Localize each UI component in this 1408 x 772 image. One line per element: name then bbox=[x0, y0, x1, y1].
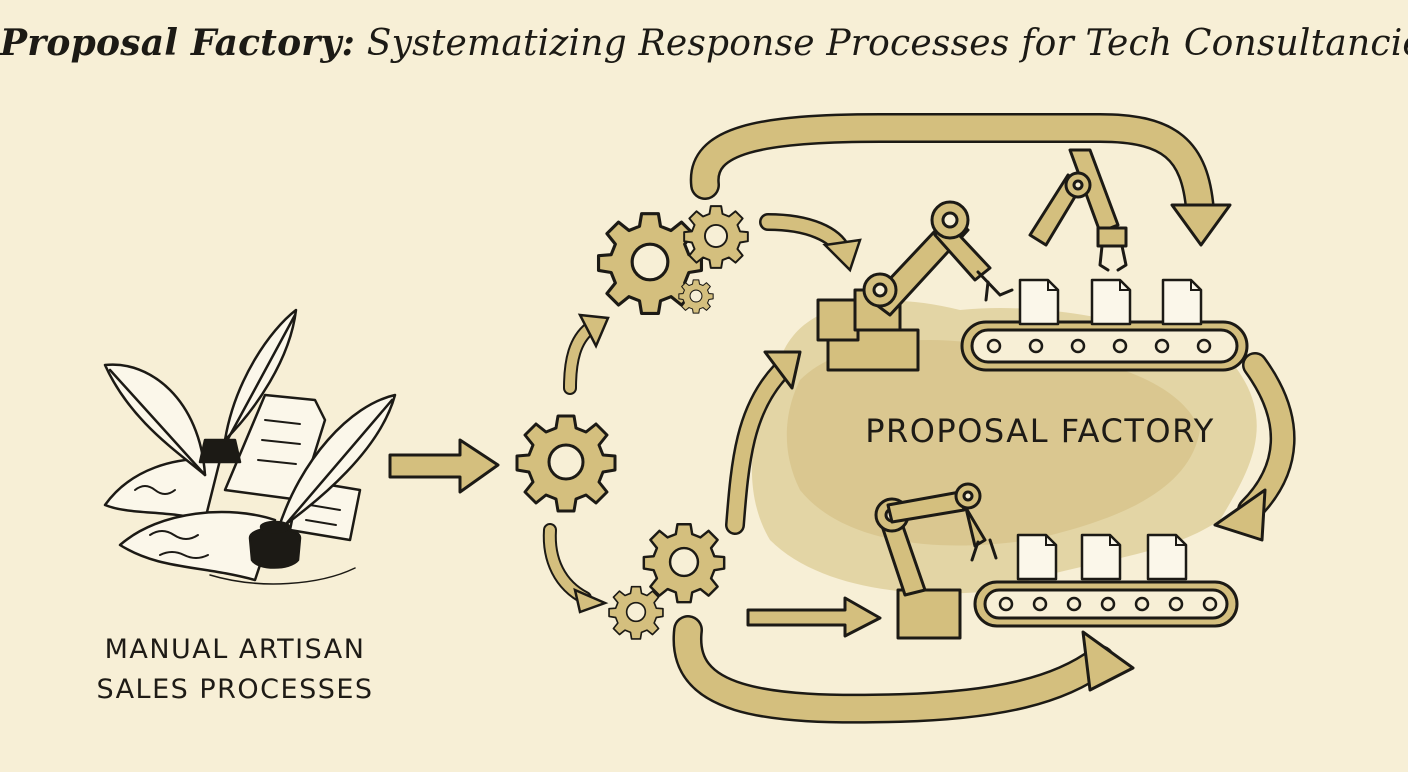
robot-gripper-icon bbox=[1028, 148, 1128, 272]
ink-bottle-icon bbox=[198, 438, 242, 464]
manual-process-label: MANUAL ARTISAN SALES PROCESSES bbox=[80, 630, 390, 710]
robot-arm-icon bbox=[874, 482, 998, 640]
document-icon bbox=[1090, 278, 1132, 326]
robot-arm-icon bbox=[816, 200, 1014, 372]
gear-icon bbox=[515, 414, 617, 513]
proposal-factory-label: PROPOSAL FACTORY bbox=[865, 412, 1215, 450]
manual-label-line1: MANUAL ARTISAN bbox=[104, 634, 366, 665]
document-icon bbox=[1080, 533, 1122, 581]
gear-icon bbox=[683, 205, 749, 269]
loop-arrows bbox=[672, 113, 1296, 724]
manual-label-line2: SALES PROCESSES bbox=[96, 674, 374, 705]
document-icon bbox=[1016, 533, 1058, 581]
title-rest: Systematizing Response Processes for Tec… bbox=[366, 23, 1408, 64]
conveyor-belt bbox=[973, 580, 1239, 628]
title-bold: Proposal Factory: bbox=[0, 22, 356, 64]
flow-arrows bbox=[388, 213, 882, 638]
gear-icon bbox=[608, 585, 664, 640]
quill-icon bbox=[103, 363, 207, 477]
gear-icon bbox=[642, 523, 726, 604]
paper-icon bbox=[118, 510, 277, 582]
page-title: Proposal Factory: Systematizing Response… bbox=[0, 22, 1408, 64]
document-icon bbox=[1161, 278, 1203, 326]
manual-artisan-illustration bbox=[103, 308, 397, 585]
ink-bottle-icon bbox=[248, 520, 302, 569]
document-icon bbox=[1018, 278, 1060, 326]
conveyor-belt bbox=[960, 320, 1249, 372]
document-icon bbox=[1146, 533, 1188, 581]
gear-icon bbox=[678, 279, 714, 314]
